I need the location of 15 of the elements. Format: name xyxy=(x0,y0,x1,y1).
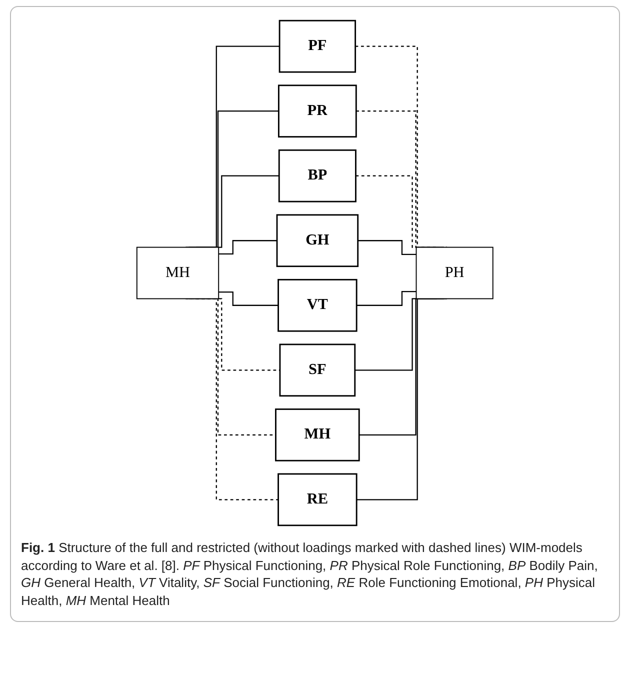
node-box: MH xyxy=(275,408,360,462)
node-box: PF xyxy=(278,20,356,73)
connector xyxy=(218,291,278,306)
connector xyxy=(356,290,416,306)
connector xyxy=(358,240,416,256)
node-box: GH xyxy=(276,214,359,268)
connector xyxy=(218,240,278,255)
node-box: PR xyxy=(278,84,357,138)
node-box: RE xyxy=(278,473,358,526)
node-box: BP xyxy=(278,149,357,202)
node-box: SF xyxy=(279,344,356,397)
figure-caption: Fig. 1 Structure of the full and restricted (without loadings marked with dashed lines) WIM-models according to Ware et al. [8]. PF Physical Functioning, PR Physical Role Functioning, BP Bodily Pain, GH General Health, VT Vitality, SF Social Functioning, RE Role Functioning Emotional, PH Physical Health, MH Mental Health xyxy=(21,539,599,610)
node-box: PH xyxy=(416,246,494,300)
node-box: MH xyxy=(136,246,220,300)
node-box: VT xyxy=(278,278,358,332)
